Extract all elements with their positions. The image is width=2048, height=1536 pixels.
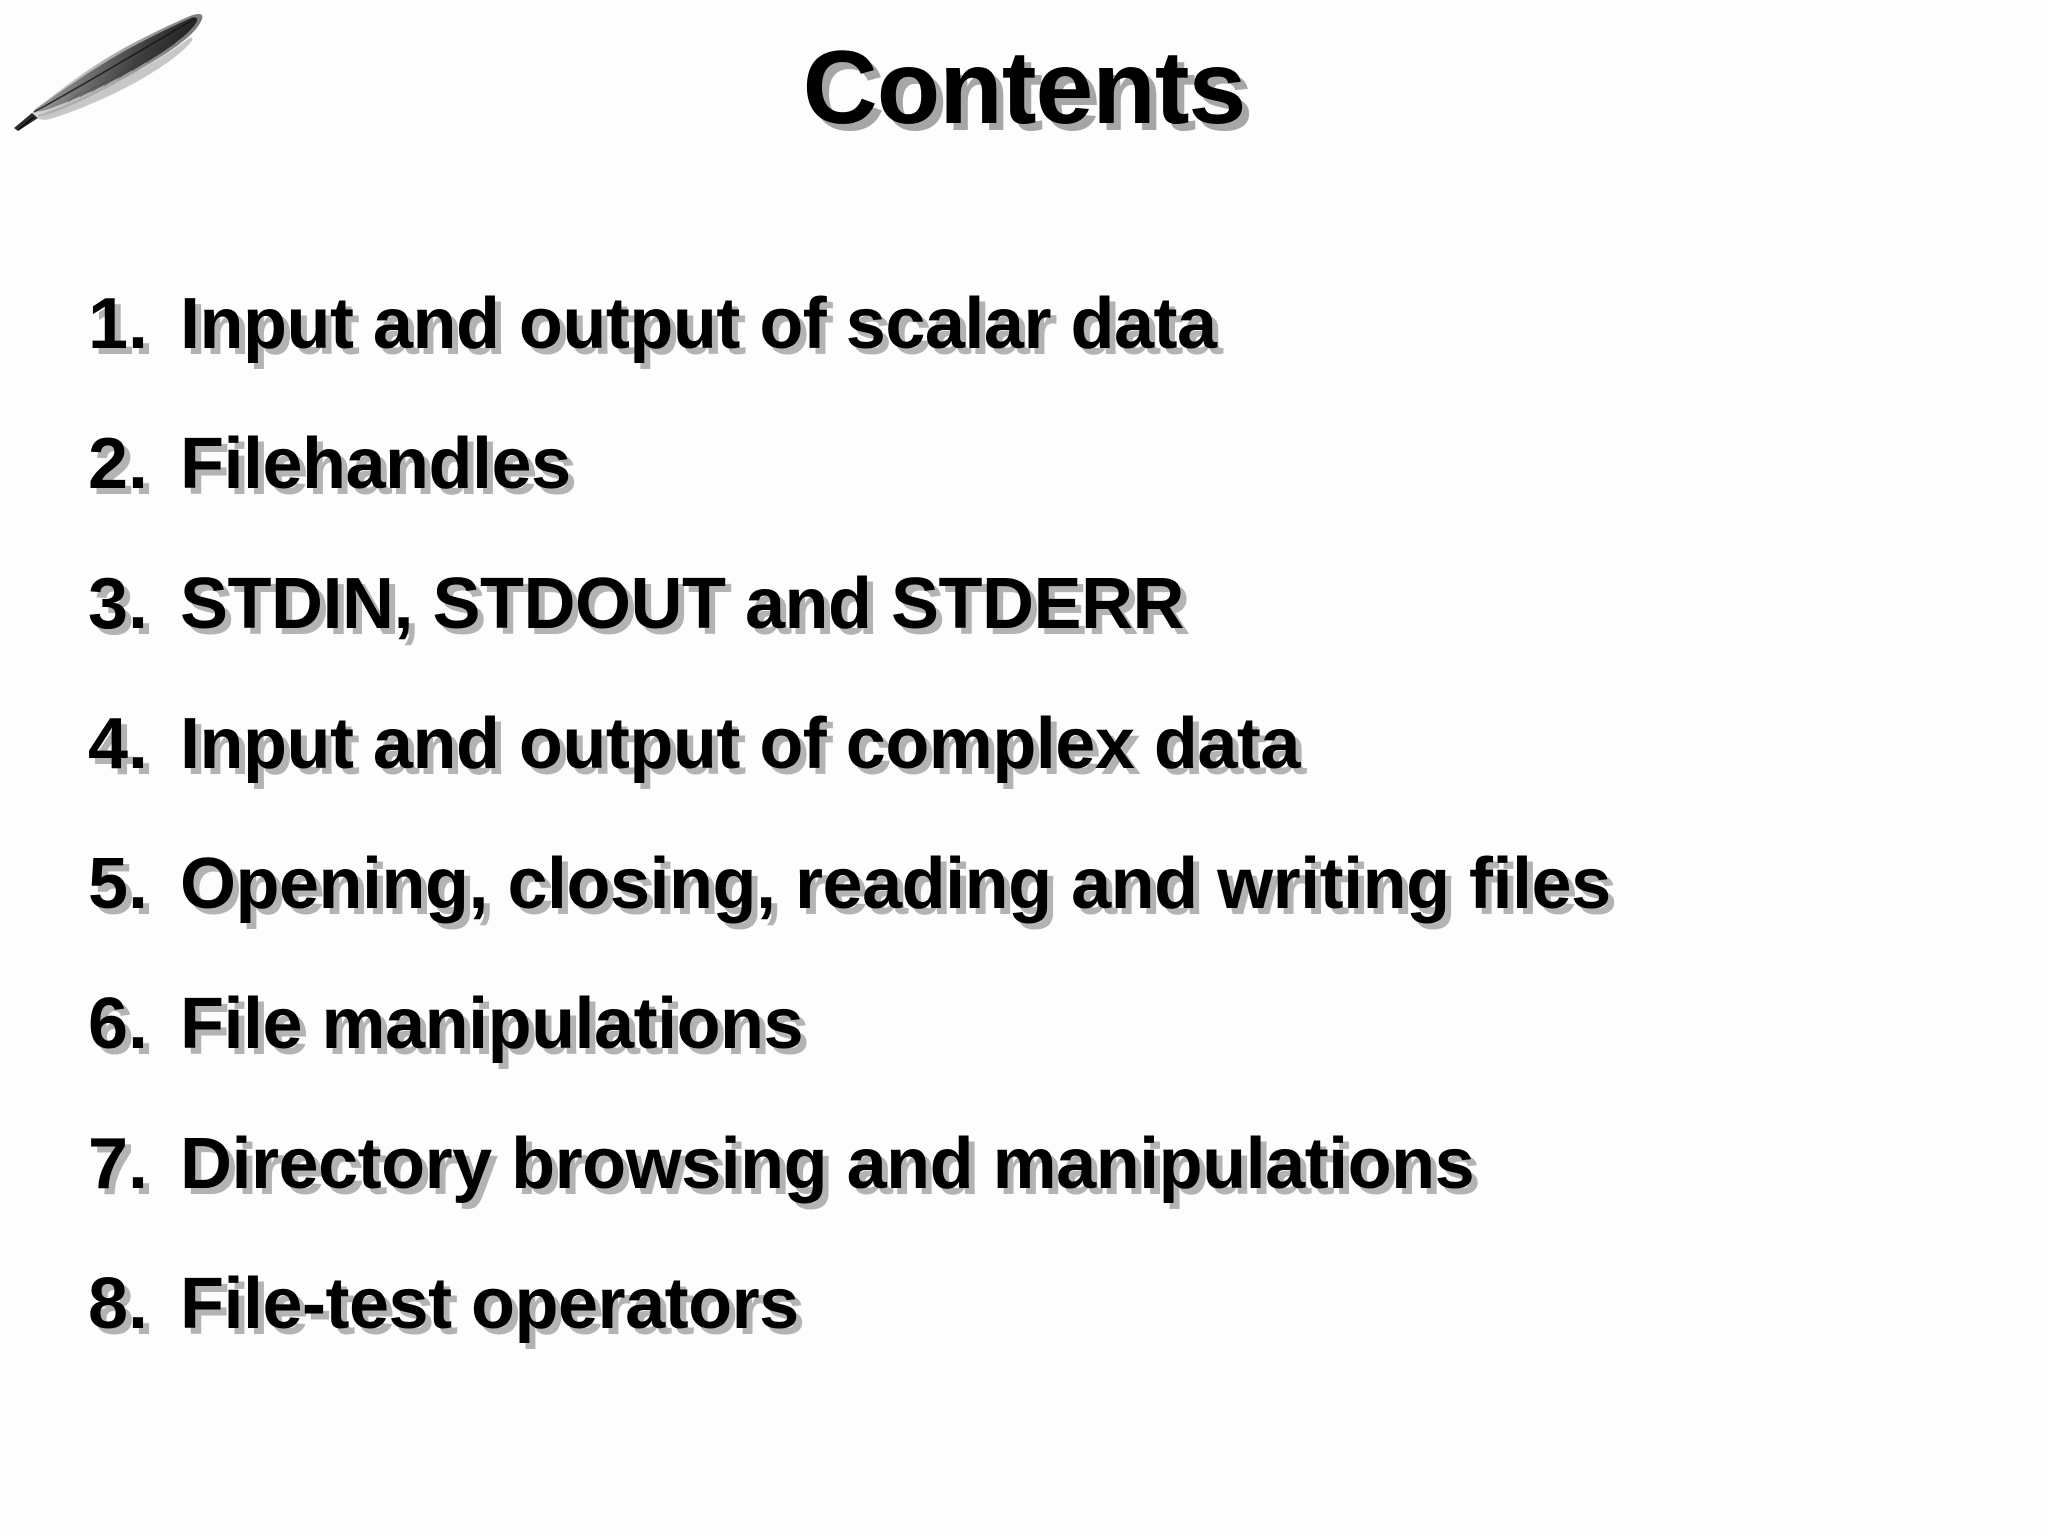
slide-title-container: Contents: [0, 36, 2048, 140]
list-item-label: File manipulations: [180, 984, 804, 1064]
list-item[interactable]: 4. Input and output of complex data: [88, 708, 1988, 848]
list-item[interactable]: 2. Filehandles: [88, 428, 1988, 568]
list-item-label: STDIN, STDOUT and STDERR: [180, 564, 1185, 644]
list-item[interactable]: 8. File-test operators: [88, 1268, 1988, 1408]
list-item-label: Opening, closing, reading and writing fi…: [180, 844, 1611, 924]
list-item-number: 6.: [88, 984, 149, 1064]
list-item-number: 2.: [88, 424, 149, 504]
list-item[interactable]: 7. Directory browsing and manipulations: [88, 1128, 1988, 1268]
list-item[interactable]: 5. Opening, closing, reading and writing…: [88, 848, 1988, 988]
list-item[interactable]: 1. Input and output of scalar data: [88, 288, 1988, 428]
list-item-label: Directory browsing and manipulations: [180, 1124, 1475, 1204]
contents-list: 1. Input and output of scalar data 2. Fi…: [88, 288, 1988, 1408]
list-item-label: File-test operators: [180, 1264, 799, 1344]
list-item-number: 1.: [88, 284, 149, 364]
list-item-number: 4.: [88, 704, 149, 784]
list-item-label: Filehandles: [180, 424, 571, 504]
list-item-number: 5.: [88, 844, 149, 924]
list-item[interactable]: 6. File manipulations: [88, 988, 1988, 1128]
list-item[interactable]: 3. STDIN, STDOUT and STDERR: [88, 568, 1988, 708]
list-item-label: Input and output of complex data: [180, 704, 1300, 784]
page-title: Contents: [802, 30, 1247, 146]
list-item-label: Input and output of scalar data: [180, 284, 1217, 364]
list-item-number: 3.: [88, 564, 149, 644]
feather-quill-icon: [8, 2, 248, 132]
list-item-number: 8.: [88, 1264, 149, 1344]
list-item-number: 7.: [88, 1124, 149, 1204]
